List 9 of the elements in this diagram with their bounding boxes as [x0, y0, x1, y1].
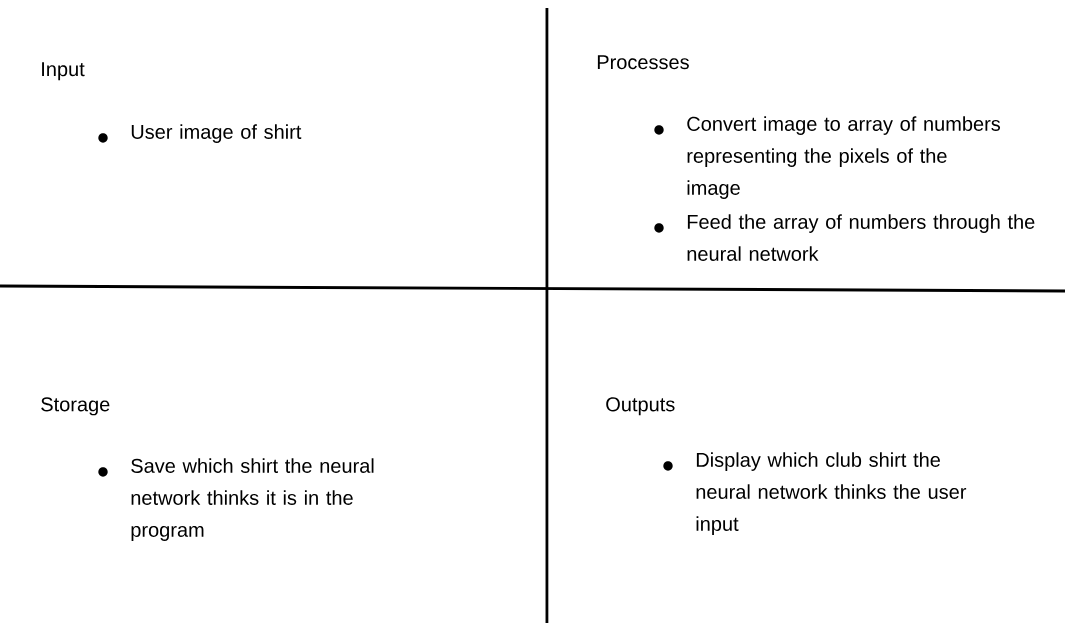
- quadrant-heading: Outputs: [606, 397, 675, 416]
- bullet-item: Save which shirt the neural network thinks it is in the program: [98, 458, 374, 541]
- quadrant-heading: Storage: [41, 397, 110, 416]
- bullet-item: Display which club shirt the neural network thinks the user input: [663, 452, 967, 535]
- bullet-item: Feed the array of numbers through the neural network: [654, 214, 1035, 261]
- bullet-item: Convert image to array of numbers representing the pixels of the image: [654, 116, 1001, 199]
- quadrant-heading: Input: [42, 62, 85, 81]
- bullet-item: User image of shirt: [98, 124, 302, 143]
- quadrant-heading: Processes: [597, 55, 689, 70]
